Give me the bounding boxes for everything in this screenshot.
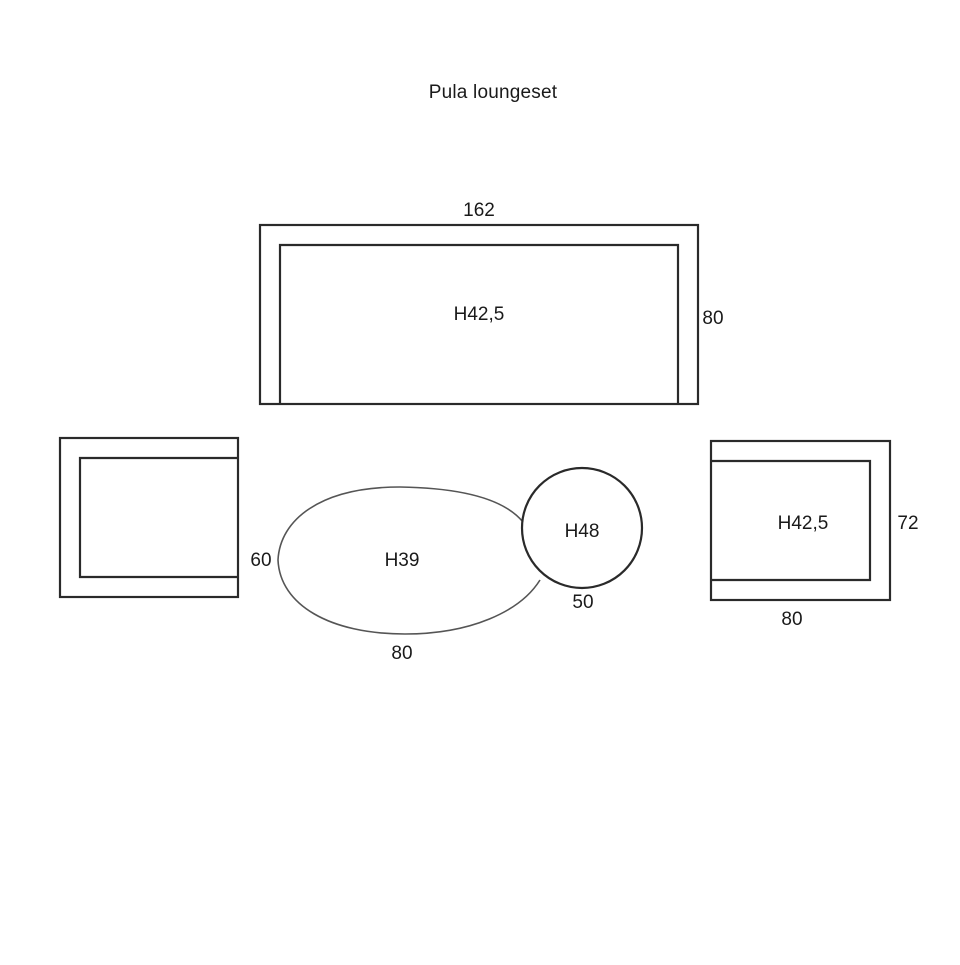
round-table-height-label: H48 bbox=[564, 521, 600, 542]
oval-table-depth-label: 60 bbox=[250, 550, 272, 571]
sofa-depth-label: 80 bbox=[702, 308, 724, 329]
armchair-left-outer-outline bbox=[58, 436, 240, 599]
oval-table-height-label: H39 bbox=[384, 550, 420, 571]
sofa-seat-outline bbox=[278, 243, 680, 404]
armchair-right-outer-outline bbox=[709, 439, 892, 602]
armchair-left-seat-outline bbox=[78, 456, 238, 579]
sofa-width-label: 162 bbox=[463, 200, 495, 221]
armchair-left bbox=[58, 436, 240, 599]
oval-table-width-label: 80 bbox=[391, 643, 413, 664]
armchair-right-width-label: 80 bbox=[781, 609, 803, 630]
diagram-title: Pula loungeset bbox=[428, 82, 558, 103]
round-table-diameter-label: 50 bbox=[572, 592, 594, 613]
armchair-right-height-label: H42,5 bbox=[777, 513, 829, 534]
round-table-outline bbox=[520, 466, 644, 590]
armchair-right-depth-label: 72 bbox=[897, 513, 919, 534]
oval-table-outline bbox=[277, 486, 541, 635]
sofa-height-label: H42,5 bbox=[453, 304, 505, 325]
armchair-right bbox=[709, 439, 892, 602]
sofa bbox=[258, 223, 700, 406]
armchair-right-seat-outline bbox=[711, 459, 872, 582]
sofa-outer-outline bbox=[258, 223, 700, 406]
